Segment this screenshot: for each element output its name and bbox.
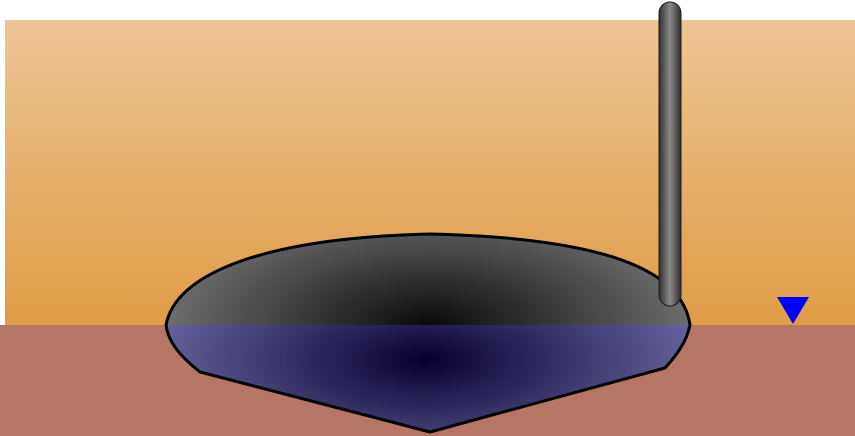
plume-above-water-table (166, 234, 690, 325)
water-table-marker-icon (777, 297, 809, 324)
plume-outline (164, 232, 692, 434)
monitoring-well (658, 1, 682, 307)
plume-below-water-table (166, 325, 690, 432)
